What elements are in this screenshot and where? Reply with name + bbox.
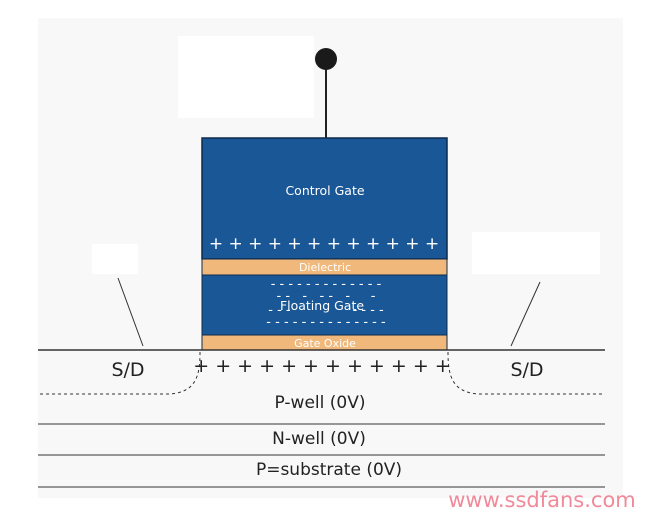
control-gate-label: Control Gate [285, 183, 364, 198]
floating-gate-charges-2: - - - - - - - [277, 289, 376, 304]
floating-gate-charges-4: - - - - - - - - - - - - - - [266, 315, 386, 330]
watermark: www.ssdfans.com [448, 488, 636, 512]
floating-gate-charges-1: - - - - - - - - - - - - - [271, 277, 382, 292]
floating-gate-label: Floating Gate [280, 298, 364, 313]
gate-terminal-node [315, 48, 337, 70]
n-well-label: N-well (0V) [272, 429, 366, 449]
floating-gate-charges-3: - - - - - - - [268, 303, 384, 318]
sd-left-label: S/D [111, 359, 144, 381]
white-patch-left [92, 244, 138, 274]
sd-right-pointer [510, 281, 541, 347]
dielectric-label: Dielectric [299, 261, 351, 274]
control-gate [201, 137, 448, 260]
p-well-label: P-well (0V) [275, 393, 366, 413]
white-patch-top [178, 36, 314, 118]
channel-charges: + + + + + + + + + + + + [193, 355, 450, 377]
sd-right-boundary [447, 351, 605, 395]
white-patch-right [472, 232, 600, 274]
sd-left-pointer [117, 277, 144, 347]
sd-right-label: S/D [510, 359, 543, 381]
control-gate-charges: + + + + + + + + + + + + [209, 234, 439, 254]
gate-oxide-label: Gate Oxide [294, 337, 356, 350]
sd-left-boundary [40, 351, 201, 395]
floating-gate [201, 274, 448, 336]
p-substrate-label: P=substrate (0V) [256, 460, 402, 480]
